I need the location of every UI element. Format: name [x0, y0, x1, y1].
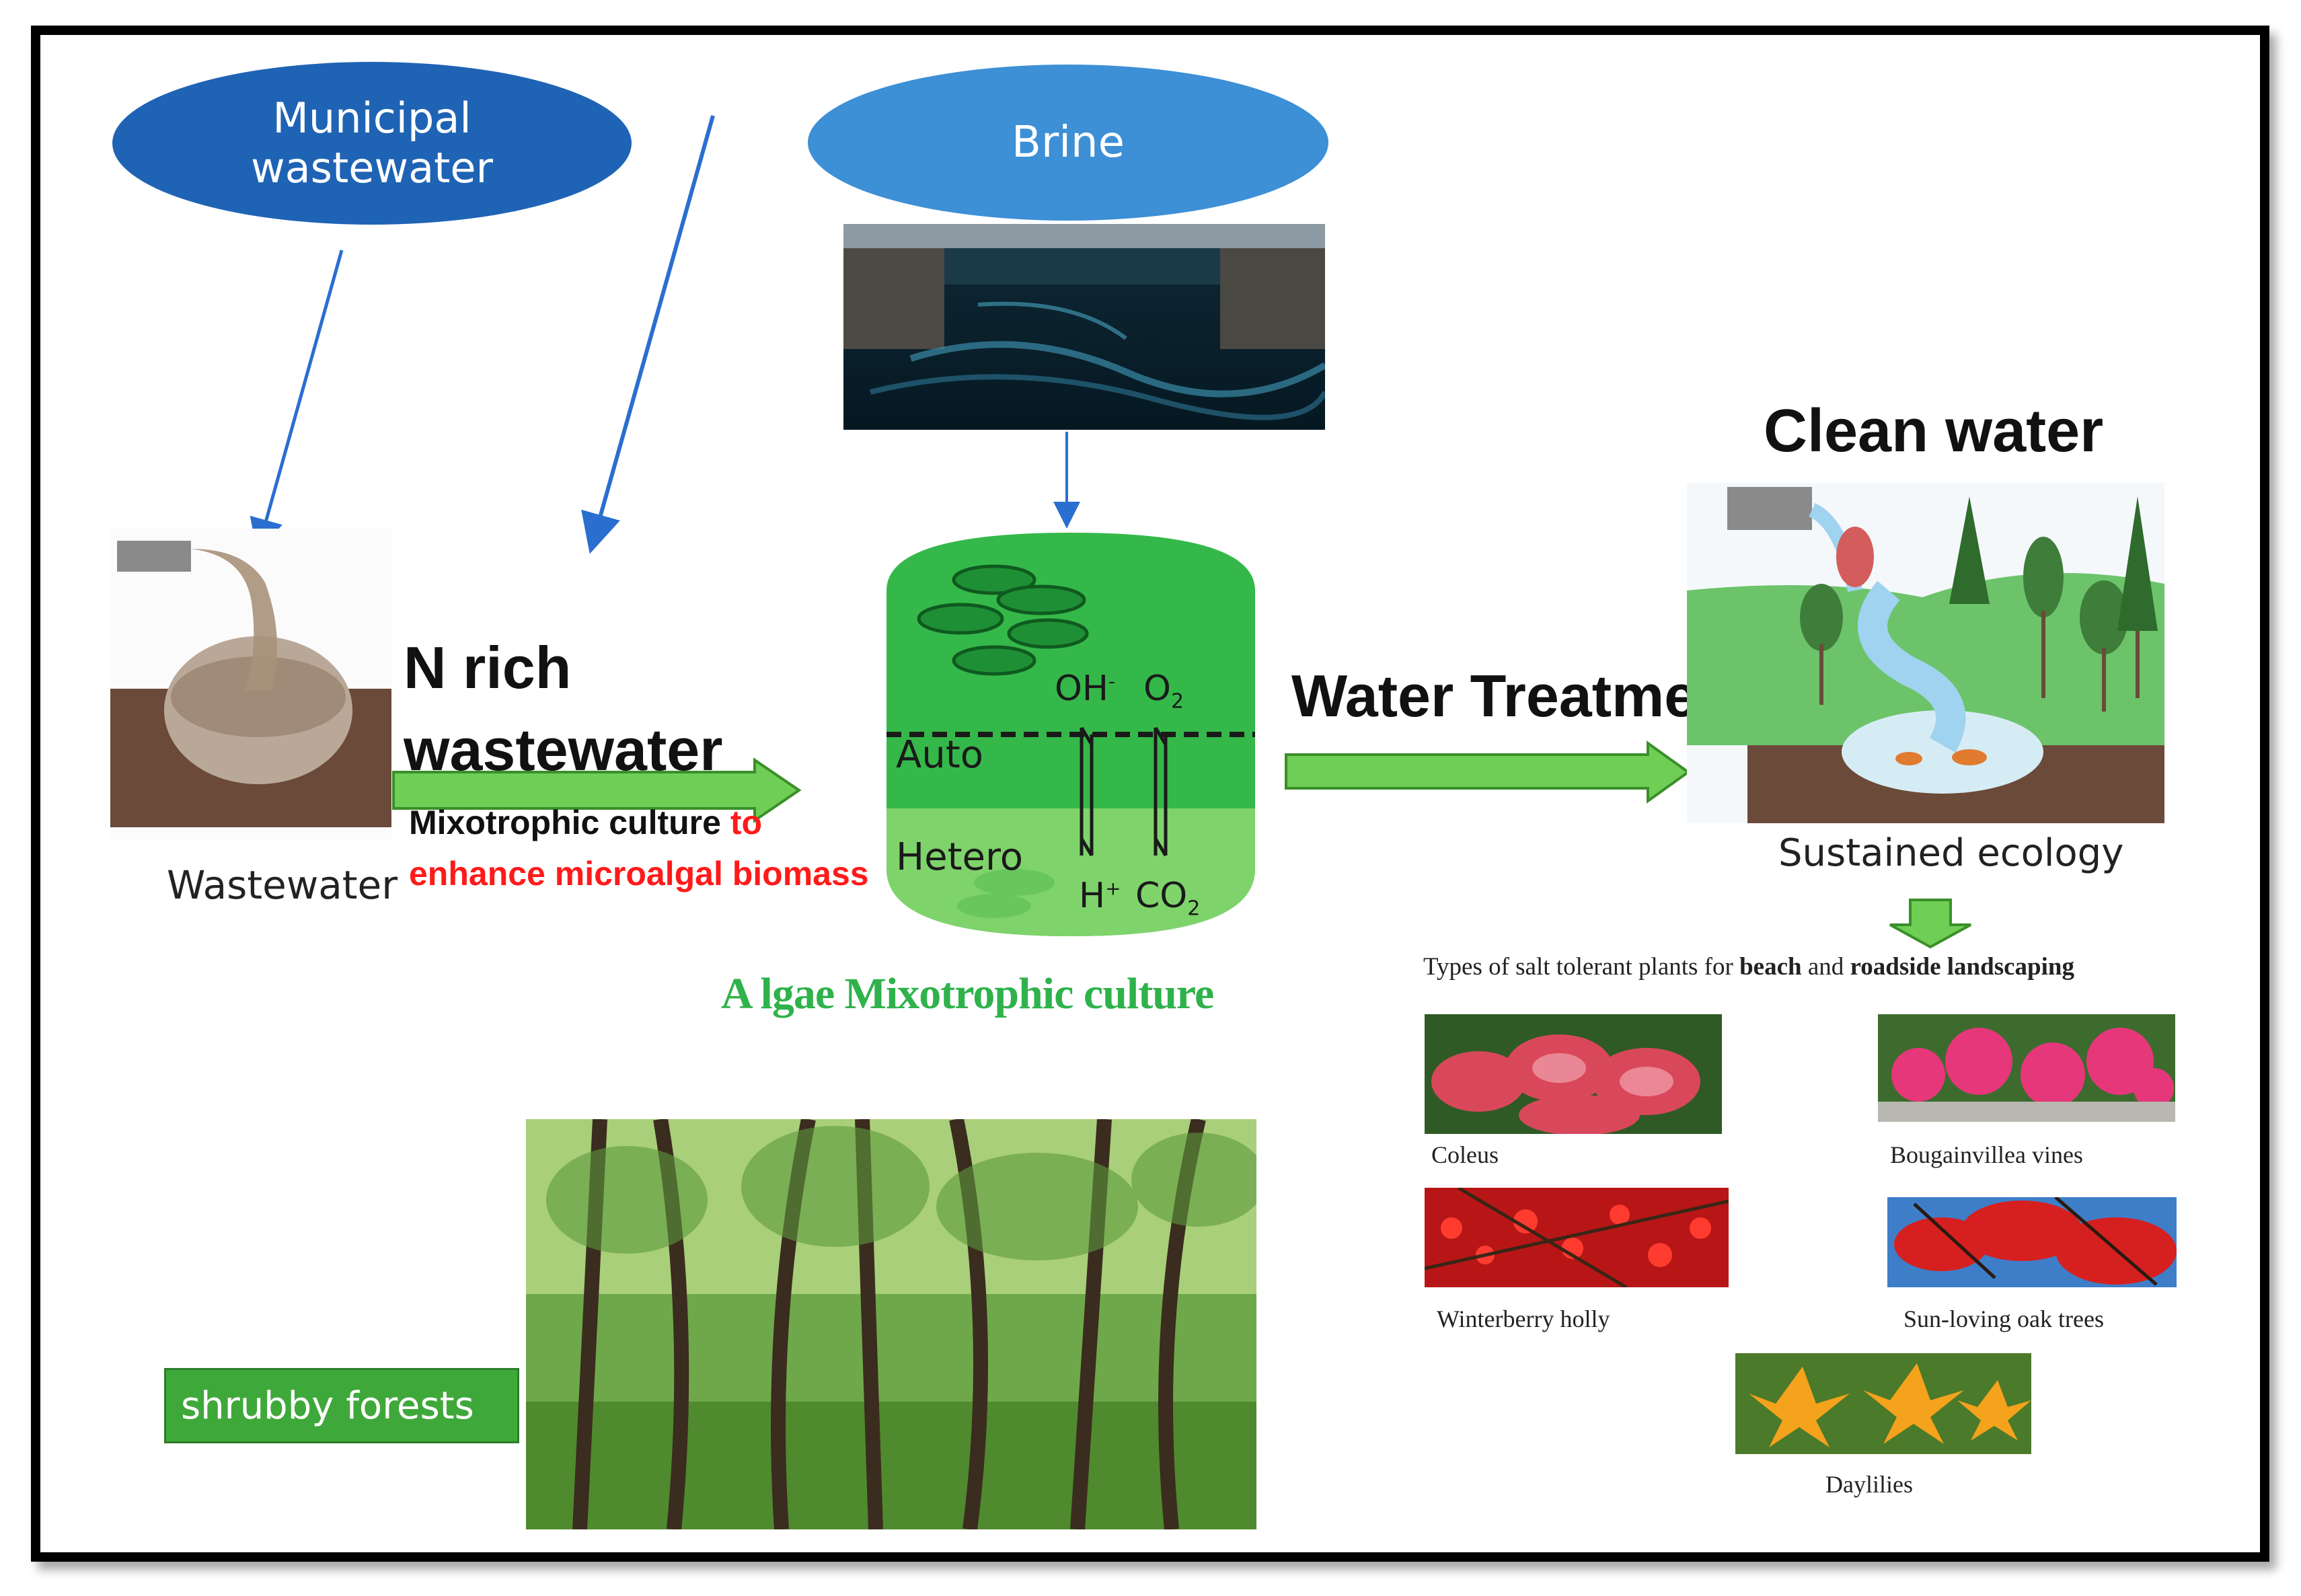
- shrubby-forest-image: [526, 1119, 1256, 1529]
- plants-heading-plain: Types of salt tolerant plants for: [1423, 953, 1733, 981]
- oh-text: OH: [1055, 669, 1109, 709]
- brine-label: Brine: [1012, 118, 1125, 167]
- sustained-ecology-label: Sustained ecology: [1778, 831, 2124, 875]
- n-rich-to-algae-arrow: [392, 757, 802, 823]
- brine-outflow-image: [843, 224, 1325, 430]
- water-treatment-arrow: [1285, 740, 1691, 804]
- n-rich-title-line2: wastewater: [404, 716, 723, 783]
- co2-sub: 2: [1187, 897, 1201, 921]
- plants-heading-and: and: [1807, 953, 1844, 981]
- clean-water-title: Clean water: [1764, 397, 2104, 465]
- o2-label: O2: [1143, 669, 1184, 713]
- municipal-arrow: [250, 250, 344, 553]
- plant-caption-oak: Sun-loving oak trees: [1903, 1305, 2104, 1332]
- mixotrophic-caption-line1: Mixotrophic culture to: [409, 803, 762, 842]
- plants-heading: Types of salt tolerant plants for beach …: [1423, 952, 2074, 981]
- water-treatment-label: Water Treatment: [1291, 662, 1753, 729]
- clean-water-ecology-illustration: [1687, 483, 2164, 823]
- shrubby-forests-label: shrubby forests: [164, 1368, 519, 1443]
- diagonal-arrow: [581, 115, 715, 554]
- plants-heading-beach: beach: [1739, 953, 1802, 981]
- algae-hetero-label: Hetero: [896, 835, 1024, 879]
- mixotrophic-caption-red-to: to: [730, 804, 763, 841]
- mixotrophic-caption-line2: enhance microalgal biomass: [409, 855, 869, 892]
- o2-sub: 2: [1170, 689, 1184, 714]
- wastewater-caption: Wastewater: [167, 862, 398, 908]
- algae-auto-label: Auto: [896, 733, 984, 777]
- algae-reactor: [887, 533, 1255, 936]
- municipal-wastewater-ellipse: Municipal wastewater: [112, 62, 632, 225]
- plant-caption-daylilies: Daylilies: [1825, 1471, 1913, 1498]
- coleus-image: [1425, 1014, 1722, 1134]
- mixotrophic-caption-black: Mixotrophic culture: [409, 804, 721, 841]
- h-sup: +: [1105, 877, 1121, 900]
- daylilies-image: [1735, 1353, 2031, 1454]
- plant-caption-bougainvillea: Bougainvillea vines: [1890, 1141, 2083, 1168]
- bougainvillea-image: [1878, 1014, 2175, 1122]
- co2-label: CO2: [1135, 876, 1200, 920]
- h-label: H+: [1079, 876, 1121, 916]
- winterberry-image: [1425, 1188, 1729, 1287]
- o2-text: O: [1143, 669, 1171, 709]
- shrubby-forests-text: shrubby forests: [181, 1383, 474, 1428]
- oh-label: OH-: [1055, 669, 1115, 709]
- plants-heading-roadside: roadside landscaping: [1850, 953, 2074, 981]
- municipal-wastewater-label: Municipal wastewater: [250, 93, 494, 192]
- n-rich-title-line1: N rich: [404, 634, 572, 701]
- oak-trees-image: [1887, 1197, 2177, 1287]
- plant-caption-coleus: Coleus: [1431, 1141, 1499, 1168]
- h-text: H: [1079, 876, 1106, 916]
- oh-sup: -: [1108, 670, 1116, 693]
- ecology-to-plants-arrow: [1889, 899, 1971, 949]
- brine-ellipse: Brine: [808, 65, 1328, 221]
- co2-text: CO: [1135, 876, 1188, 916]
- wastewater-illustration: [110, 529, 391, 839]
- plant-caption-winterberry: Winterberry holly: [1437, 1305, 1610, 1332]
- algae-culture-title: A lgae Mixotrophic culture: [721, 969, 1214, 1018]
